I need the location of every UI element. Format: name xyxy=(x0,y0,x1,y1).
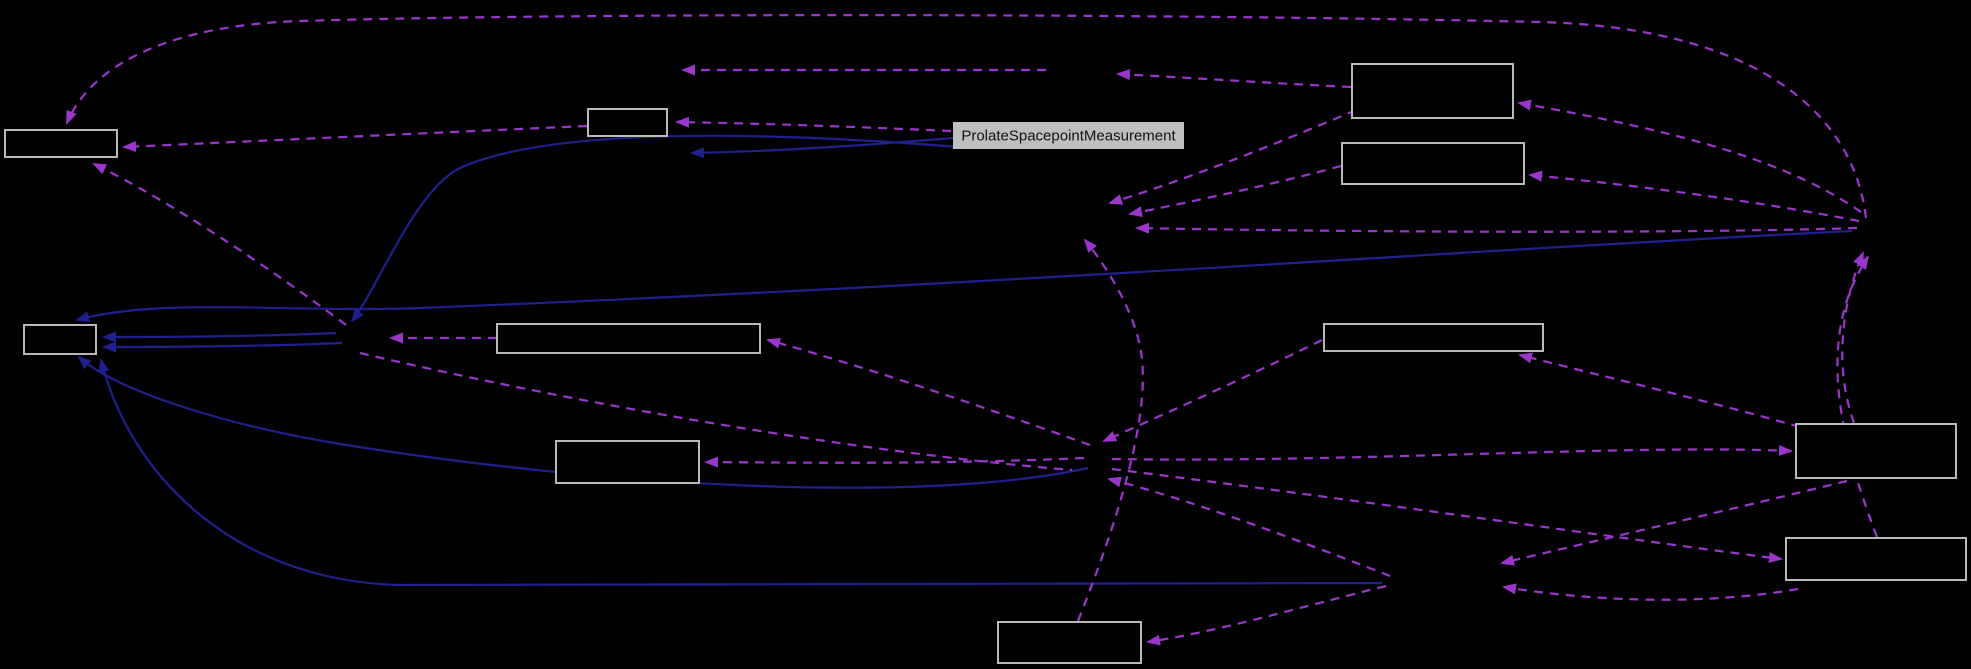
edge-uses-hub-to-tr1 xyxy=(1517,99,1862,213)
node-class-small-mid[interactable] xyxy=(586,107,669,138)
edge-uses-midhub-bhub xyxy=(359,351,1073,472)
node-class-right-b[interactable] xyxy=(1784,536,1968,582)
edge-uses-hub-to-tr2 xyxy=(1528,170,1860,223)
edge-layer xyxy=(65,14,1879,646)
edge-uses-bhub-midsmall xyxy=(704,456,1085,468)
edge-uses-righta-bottomhub xyxy=(1500,479,1848,566)
edge-uses-horiz-right xyxy=(1116,69,1352,89)
node-class-top-left[interactable] xyxy=(3,128,119,159)
node-label-current-class: ProlateSpacepointMeasurement xyxy=(961,128,1176,145)
edge-uses-top-arc xyxy=(65,14,1868,219)
edge-uses-rightb-up xyxy=(1836,255,1879,538)
node-class-right-mid[interactable] xyxy=(1322,322,1545,353)
edge-uses-righta-up xyxy=(1841,251,1865,424)
edge-inherit-bhub-to-leftbox xyxy=(77,355,1089,489)
node-class-right-a[interactable] xyxy=(1794,422,1958,480)
node-current-class xyxy=(952,121,1185,150)
node-class-mid-wide[interactable] xyxy=(495,322,762,355)
edge-uses-righta-rightmid xyxy=(1518,352,1801,429)
node-class-bottom[interactable] xyxy=(996,620,1143,665)
edge-uses-bottomhub-bhub xyxy=(1107,476,1391,578)
edge-inherit-label-to-smallbox xyxy=(690,136,954,159)
edge-inherit-righthub-to-leftbox xyxy=(75,229,1853,323)
edge-uses-smallbox-topleft xyxy=(122,124,588,152)
edge-uses-bhub-rightb xyxy=(1111,467,1783,563)
edge-uses-rightmid-bhub xyxy=(1102,339,1323,443)
edge-uses-hub-to-ahub xyxy=(1135,222,1858,234)
node-layer: ProlateSpacepointMeasurement xyxy=(3,62,1968,665)
edge-inherit-bottomhub-to-leftbox xyxy=(98,358,1383,588)
edge-inherit-label-to-midhub xyxy=(350,134,959,323)
edge-uses-rightb-bottomhub xyxy=(1502,583,1799,601)
edge-inherit-midhub-to-leftbox-2 xyxy=(102,341,343,353)
edge-uses-tr1-to-ahub xyxy=(1108,108,1357,205)
edge-uses-bhub-midwide xyxy=(766,337,1091,447)
node-class-mid-small[interactable] xyxy=(554,439,701,485)
edge-uses-bottom-to-ahub xyxy=(1076,238,1144,622)
edge-uses-midhub-topleft xyxy=(92,163,347,326)
edge-uses-bhub-righta xyxy=(1111,444,1793,461)
edge-uses-bottomhub-bottombox xyxy=(1146,584,1387,646)
edge-uses-tr2-to-ahub xyxy=(1128,164,1342,218)
node-class-top-right-2[interactable] xyxy=(1340,141,1526,186)
edge-uses-label-smallbox xyxy=(675,116,952,133)
node-class-top-right-1[interactable] xyxy=(1350,62,1515,120)
node-class-left[interactable] xyxy=(22,323,98,356)
edge-inherit-midhub-to-leftbox-1 xyxy=(102,331,337,343)
